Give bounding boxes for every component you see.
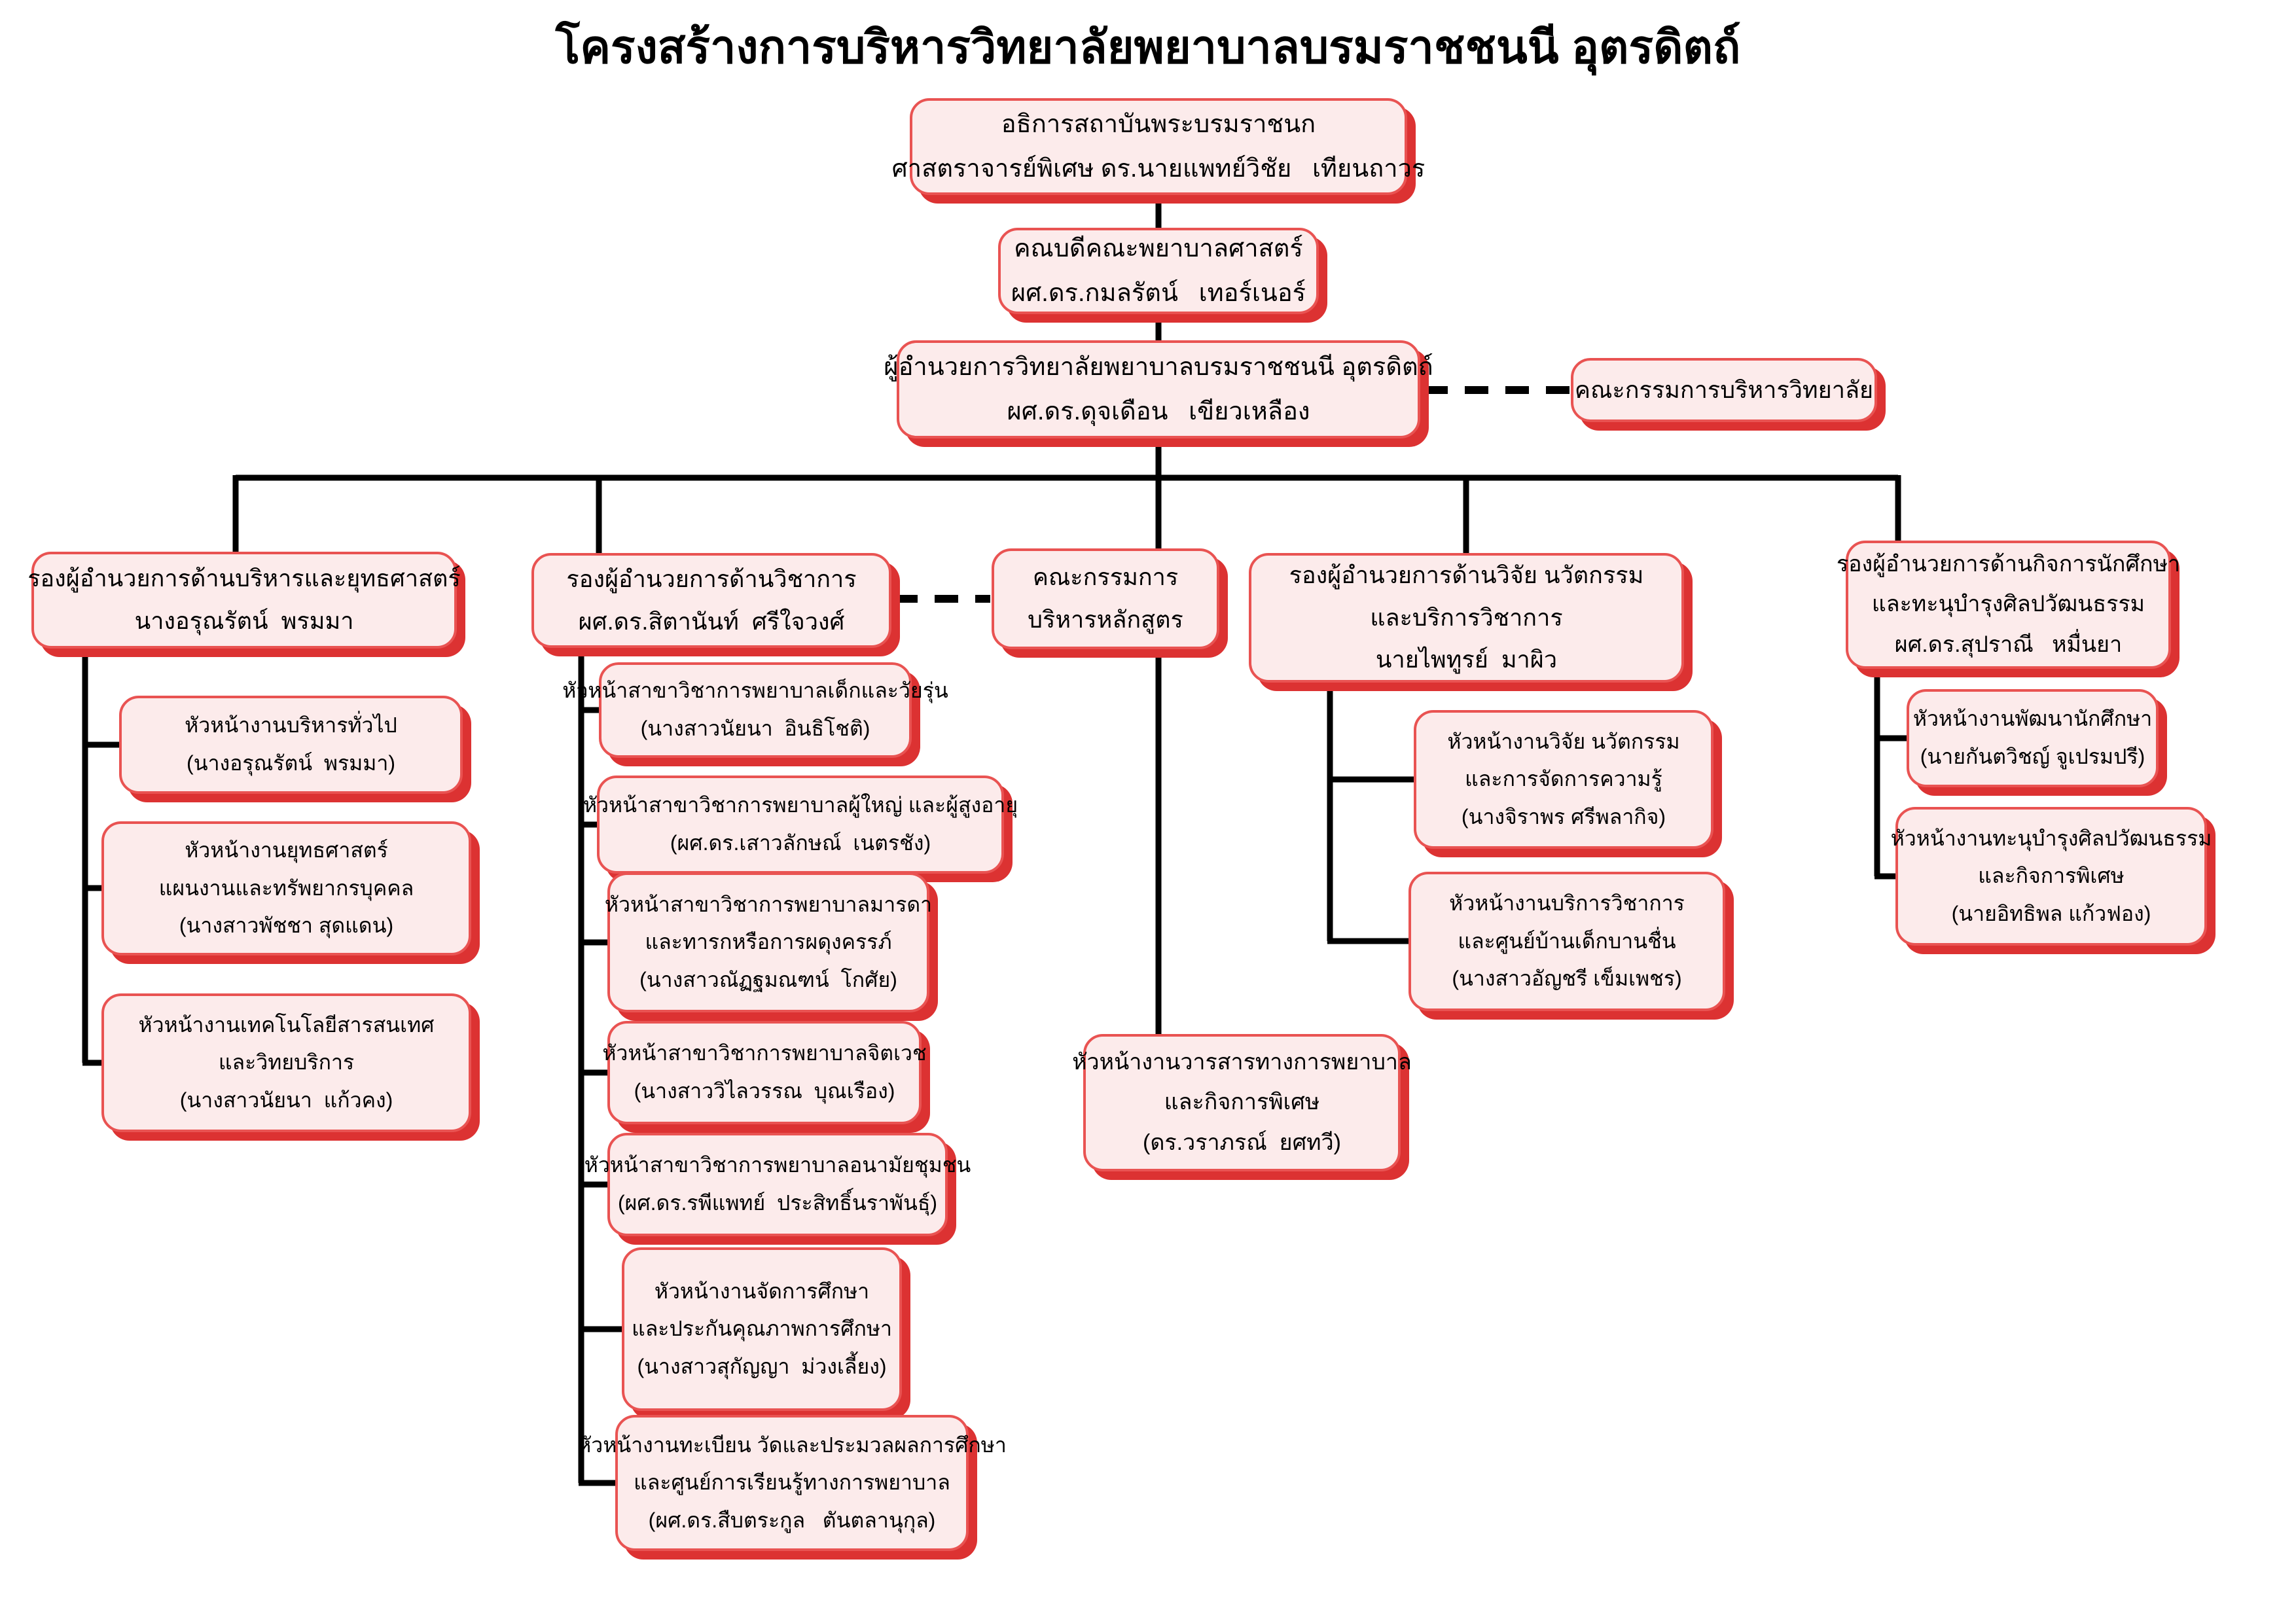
node-text-line: (นางสาวนัยนา อินธิโชติ)	[640, 717, 870, 740]
node-text-line: รองผู้อำนวยการด้านวิจัย นวัตกรรม	[1289, 561, 1644, 588]
dashed-connectors	[894, 386, 1570, 603]
node-text-line: และประกันคุณภาพการศึกษา	[632, 1317, 892, 1341]
node-academic-child-2: หัวหน้าสาขาวิชาการพยาบาลมารดา และทารกหรื…	[604, 872, 933, 1012]
node-text-line: ผศ.ดร.กมลรัตน์ เทอร์เนอร์	[1011, 279, 1306, 307]
node-text-line: หัวหน้างานพัฒนานักศึกษา	[1912, 707, 2153, 731]
node-college-committee: คณะกรรมการบริหารวิทยาลัย	[1571, 358, 1877, 422]
node-text-line: หัวหน้างานยุทธศาสตร์	[185, 838, 388, 863]
node-text-line: ผศ.ดร.สิตานันท์ ศรีใจวงศ์	[578, 607, 845, 635]
node-text-line: (นางสาวสุกัญญา ม่วงเลี้ยง)	[637, 1354, 887, 1378]
node-research-child-0: หัวหน้างานวิจัย นวัตกรรม และการจัดการควา…	[1414, 710, 1713, 849]
page-title: โครงสร้างการบริหารวิทยาลัยพยาบาลบรมราชชน…	[555, 22, 1741, 73]
node-research-child-1: หัวหน้างานบริการวิชาการ และศูนย์บ้านเด็ก…	[1408, 872, 1725, 1011]
node-text-line: (นายกันตวิชญ์ จูเปรมปรี)	[1920, 745, 2145, 768]
node-text-line: (ผศ.ดร.รพีแพทย์ ประสิทธิ์นราพันธุ์)	[617, 1191, 938, 1215]
node-student-deputy: รองผู้อำนวยการด้านกิจการนักศึกษา และทะนุ…	[1837, 541, 2180, 669]
node-text-line: นายไพทูรย์ มาผิว	[1375, 646, 1558, 673]
node-text-line: หัวหน้าสาขาวิชาการพยาบาลเด็กและวัยรุ่น	[562, 679, 948, 703]
node-dean: คณบดีคณะพยาบาลศาสตร์ ผศ.ดร.กมลรัตน์ เทอร…	[998, 228, 1319, 314]
node-text-line: หัวหน้างานทะเบียน วัดและประมวลผลการศึกษา	[577, 1433, 1007, 1457]
node-text-line: ศาสตราจารย์พิเศษ ดร.นายแพทย์วิชัย เทียนถ…	[891, 155, 1426, 183]
node-text-line: หัวหน้างานบริการวิชาการ	[1449, 891, 1685, 916]
node-academic-child-4: หัวหน้าสาขาวิชาการพยาบาลอนามัยชุมชน (ผศ.…	[584, 1133, 971, 1236]
node-text-line: (นางสาวอัญชรี เข็มเพชร)	[1452, 967, 1682, 991]
node-text-line: ผู้อำนวยการวิทยาลัยพยาบาลบรมราชชนนี อุตร…	[884, 353, 1433, 381]
node-text-line: (ผศ.ดร.สืบตระกูล ตันตลานุกุล)	[648, 1508, 936, 1532]
node-text-line: อธิการสถาบันพระบรมราชนก	[1001, 110, 1316, 138]
node-text-line: หัวหน้างานวิจัย นวัตกรรม	[1447, 729, 1680, 753]
node-journal-head: หัวหน้างานวารสารทางการพยาบาล และกิจการพิ…	[1072, 1034, 1412, 1171]
node-admin-child-1: หัวหน้างานยุทธศาสตร์ แผนงานและทรัพยากรบุ…	[101, 821, 471, 955]
node-text-line: และการจัดการความรู้	[1465, 767, 1662, 791]
node-student-child-0: หัวหน้างานพัฒนานักศึกษา (นายกันตวิชญ์ จู…	[1907, 689, 2159, 787]
node-text-line: รองผู้อำนวยการด้านวิชาการ	[566, 565, 857, 592]
node-text-line: และศูนย์บ้านเด็กบานชื่น	[1458, 929, 1676, 953]
node-text-line: รองผู้อำนวยการด้านบริหารและยุทธศาสตร์	[27, 565, 461, 592]
node-text-line: รองผู้อำนวยการด้านกิจการนักศึกษา	[1836, 552, 2181, 577]
node-text-line: คณบดีคณะพยาบาลศาสตร์	[1014, 234, 1303, 262]
node-text-line: หัวหน้างานวารสารทางการพยาบาล	[1072, 1050, 1412, 1075]
node-text-line: (นางสาวณัฏฐมณฑน์ โกศัย)	[639, 967, 897, 991]
node-academic-child-0: หัวหน้าสาขาวิชาการพยาบาลเด็กและวัยรุ่น (…	[562, 662, 948, 758]
node-president: อธิการสถาบันพระบรมราชนก ศาสตราจารย์พิเศษ…	[892, 98, 1425, 195]
node-text-line: หัวหน้าสาขาวิชาการพยาบาลอนามัยชุมชน	[584, 1153, 971, 1177]
node-text-line: หัวหน้างานบริหารทั่วไป	[185, 713, 397, 738]
node-text-line: และทารกหรือการผดุงครรภ์	[645, 930, 892, 954]
node-text-line: นางอรุณรัตน์ พรมมา	[134, 607, 354, 634]
node-academic-child-3: หัวหน้าสาขาวิชาการพยาบาลจิตเวช (นางสาววิ…	[602, 1021, 927, 1124]
node-text-line: ผศ.ดร.ดุจเดือน เขียวเหลือง	[1007, 398, 1310, 425]
node-text-line: (นางอรุณรัตน์ พรมมา)	[187, 751, 395, 775]
solid-connectors	[82, 194, 1909, 1486]
node-text-line: (นางสาวพัชชา สุดแดน)	[179, 914, 394, 938]
node-text-line: หัวหน้าสาขาวิชาการพยาบาลผู้ใหญ่ และผู้สู…	[583, 793, 1018, 817]
node-text-line: และศูนย์การเรียนรู้ทางการพยาบาล	[634, 1471, 950, 1495]
node-admin-deputy: รองผู้อำนวยการด้านบริหารและยุทธศาสตร์ นา…	[27, 552, 461, 649]
node-academic-child-6: หัวหน้างานทะเบียน วัดและประมวลผลการศึกษา…	[577, 1415, 1007, 1551]
node-text-line: และกิจการพิเศษ	[1164, 1090, 1320, 1115]
node-academic-deputy: รองผู้อำนวยการด้านวิชาการ ผศ.ดร.สิตานันท…	[531, 553, 891, 648]
node-academic-child-5: หัวหน้างานจัดการศึกษา และประกันคุณภาพการ…	[622, 1247, 902, 1411]
node-text-line: (นายอิทธิพล แก้วฟอง)	[1951, 901, 2151, 925]
node-text-line: ผศ.ดร.สุปราณี หมื่นยา	[1894, 632, 2123, 657]
node-text-line: หัวหน้าสาขาวิชาการพยาบาลมารดา	[604, 892, 933, 916]
node-text-line: และบริการวิชาการ	[1370, 603, 1563, 631]
node-text-line: และวิทยบริการ	[218, 1050, 355, 1075]
node-text-line: (ผศ.ดร.เสาวลักษณ์ เนตรชัง)	[670, 831, 931, 855]
node-admin-child-0: หัวหน้างานบริหารทั่วไป (นางอรุณรัตน์ พรม…	[119, 696, 463, 794]
node-text-line: หัวหน้างานทะนุบำรุงศิลปวัฒนธรรม	[1890, 826, 2212, 850]
node-director: ผู้อำนวยการวิทยาลัยพยาบาลบรมราชชนนี อุตร…	[884, 340, 1433, 438]
node-student-child-1: หัวหน้างานทะนุบำรุงศิลปวัฒนธรรม และกิจกา…	[1891, 807, 2212, 946]
node-text-line: บริหารหลักสูตร	[1028, 606, 1183, 633]
node-text-line: (นางสาววิไลวรรณ บุณเรือง)	[634, 1079, 895, 1103]
node-text-line: หัวหน้างานจัดการศึกษา	[654, 1279, 870, 1303]
node-curriculum-committee: คณะกรรมการ บริหารหลักสูตร	[992, 548, 1219, 649]
node-text-line: และทะนุบำรุงศิลปวัฒนธรรม	[1871, 592, 2145, 617]
node-text-line: (นางจิราพร ศรีพลากิจ)	[1461, 804, 1666, 829]
node-text-line: และกิจการพิเศษ	[1978, 864, 2125, 888]
node-research-deputy: รองผู้อำนวยการด้านวิจัย นวัตกรรม และบริก…	[1249, 553, 1684, 683]
node-text-line: คณะกรรมการ	[1032, 563, 1179, 591]
node-text-line: คณะกรรมการบริหารวิทยาลัย	[1574, 376, 1874, 403]
node-admin-child-2: หัวหน้างานเทคโนโลยีสารสนเทศ และวิทยบริกา…	[101, 993, 471, 1132]
node-text-line: (ดร.วราภรณ์ ยศทวี)	[1143, 1130, 1341, 1155]
node-text-line: หัวหน้างานเทคโนโลยีสารสนเทศ	[138, 1012, 435, 1037]
node-text-line: แผนงานและทรัพยากรบุคคล	[158, 876, 414, 900]
node-text-line: หัวหน้าสาขาวิชาการพยาบาลจิตเวช	[602, 1041, 927, 1065]
node-text-line: (นางสาวนัยนา แก้วคง)	[179, 1088, 393, 1112]
node-academic-child-1: หัวหน้าสาขาวิชาการพยาบาลผู้ใหญ่ และผู้สู…	[583, 776, 1018, 874]
